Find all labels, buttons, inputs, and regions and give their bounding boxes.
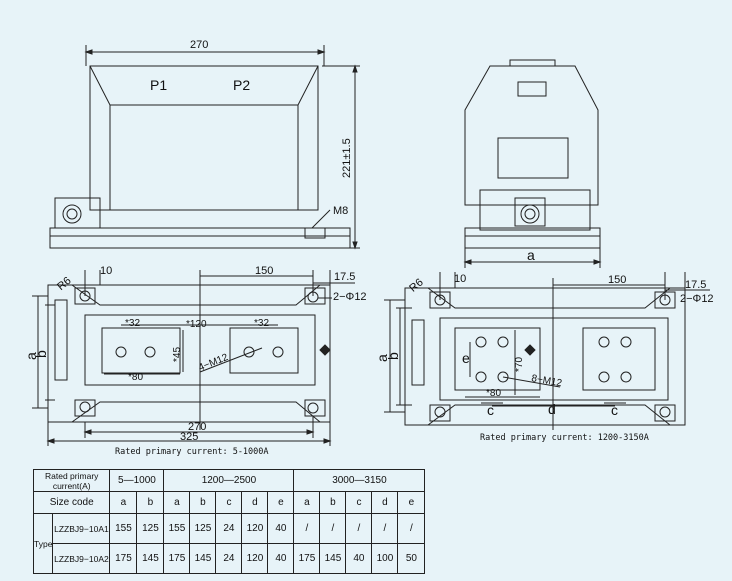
small-dim-325: 325 <box>180 431 198 443</box>
small-dim-150: 150 <box>255 265 273 277</box>
value-cell: 24 <box>215 543 243 574</box>
code-cell: e <box>267 491 295 514</box>
small-thread-label: 4−M12 <box>197 352 230 374</box>
large-thread-label: 8−M12 <box>530 373 563 389</box>
large-dim-150: 150 <box>608 274 626 286</box>
large-dim-10: 10 <box>454 273 466 285</box>
value-cell: 50 <box>397 543 426 574</box>
terminal-p2-label: P2 <box>233 77 250 93</box>
large-dim-c2: c <box>611 402 618 418</box>
code-cell: c <box>215 491 243 514</box>
small-dim-10: 10 <box>100 265 112 277</box>
value-cell: 175 <box>163 543 191 574</box>
code-cell: e <box>397 491 426 514</box>
spec-table: Rated primary current(A) 5—1000 1200—250… <box>32 469 426 574</box>
code-cell: b <box>319 491 347 514</box>
small-dim-270: 270 <box>188 421 206 433</box>
value-cell: 145 <box>189 543 217 574</box>
plan-view-large: 10 150 17.5 2−Φ12 R6 e *70 *80 c c d 8−M… <box>374 272 714 443</box>
large-side-a: a <box>374 354 390 362</box>
large-dim-70: *70 <box>514 357 525 372</box>
value-cell: 155 <box>163 513 191 544</box>
range-2: 1200—2500 <box>163 469 295 492</box>
small-side-a: a <box>23 352 39 360</box>
value-cell: / <box>345 513 373 544</box>
value-cell: 120 <box>241 543 269 574</box>
value-cell: / <box>319 513 347 544</box>
code-cell: d <box>371 491 399 514</box>
side-base-dim: a <box>527 247 535 263</box>
code-cell: b <box>189 491 217 514</box>
large-caption: Rated primary current: 1200-3150A <box>480 433 649 443</box>
large-dim-e: e <box>462 350 470 366</box>
side-view: a <box>463 59 602 268</box>
value-cell: 40 <box>345 543 373 574</box>
front-view: 270 P1 P2 M8 221±1.5 <box>49 39 360 250</box>
value-cell: / <box>371 513 399 544</box>
model-a1: LZZBJ9−10A1 <box>52 513 111 544</box>
value-cell: 145 <box>319 543 347 574</box>
large-dim-c1: c <box>487 402 494 418</box>
small-dim-120: *120 <box>186 319 207 330</box>
value-cell: 40 <box>267 543 295 574</box>
value-cell: 40 <box>267 513 295 544</box>
value-cell: 175 <box>109 543 138 574</box>
value-cell: 125 <box>136 513 165 544</box>
size-code-label: Size code <box>32 491 111 514</box>
small-side-b: b <box>33 350 49 358</box>
rated-current-header: Rated primary current(A) <box>32 469 111 492</box>
code-cell: b <box>136 491 165 514</box>
large-hole-label: 2−Φ12 <box>680 293 714 305</box>
code-cell: d <box>241 491 269 514</box>
code-cell: c <box>345 491 373 514</box>
value-cell: 175 <box>293 543 321 574</box>
model-a2: LZZBJ9−10A2 <box>52 543 111 574</box>
large-radius-label: R6 <box>407 276 425 294</box>
large-side-b: b <box>385 352 401 360</box>
terminal-p1-label: P1 <box>150 77 167 93</box>
value-cell: 120 <box>241 513 269 544</box>
range-3: 3000—3150 <box>293 469 426 492</box>
range-1: 5—1000 <box>109 469 165 492</box>
small-dim-32b: *32 <box>254 318 269 329</box>
small-caption: Rated primary current: 5-1000A <box>115 447 269 457</box>
large-dim-80: *80 <box>486 388 501 399</box>
value-cell: 155 <box>109 513 138 544</box>
small-radius-label: R6 <box>55 275 73 293</box>
bolt-label: M8 <box>333 205 348 217</box>
large-dim-17-5: 17.5 <box>685 279 706 291</box>
value-cell: 145 <box>136 543 165 574</box>
small-dim-32a: *32 <box>125 318 140 329</box>
small-hole-label: 2−Φ12 <box>333 291 367 303</box>
value-cell: 100 <box>371 543 399 574</box>
value-cell: / <box>293 513 321 544</box>
small-dim-80: *80 <box>128 372 143 383</box>
code-cell: a <box>293 491 321 514</box>
value-cell: 125 <box>189 513 217 544</box>
small-dim-45: *45 <box>172 347 183 362</box>
code-cell: a <box>163 491 191 514</box>
large-dim-d: d <box>548 401 556 417</box>
code-cell: a <box>109 491 138 514</box>
plan-view-small: 10 150 17.5 2−Φ12 R6 *32 *32 *120 *80 *4… <box>23 265 367 457</box>
value-cell: 24 <box>215 513 243 544</box>
small-dim-17-5: 17.5 <box>334 271 355 283</box>
type-label: Type <box>32 513 54 574</box>
front-height-dim: 221±1.5 <box>341 138 353 178</box>
front-width-dim: 270 <box>190 39 208 51</box>
value-cell: / <box>397 513 426 544</box>
